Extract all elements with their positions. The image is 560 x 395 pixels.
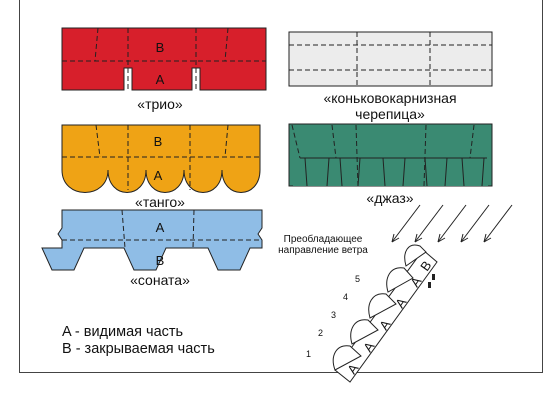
legend-visible-part: A - видимая часть: [62, 324, 184, 340]
tango-visible-letter: A: [154, 168, 163, 183]
wind-label-line1: Преобладающее: [283, 234, 363, 245]
sonata-visible-letter: A: [156, 220, 165, 235]
caption-sonata: «соната»: [130, 272, 190, 288]
caption-jazz: «джаз»: [366, 190, 414, 206]
caption-tango: «танго»: [135, 194, 185, 210]
tango-covered-letter: B: [154, 134, 163, 149]
trio-visible-letter: A: [156, 72, 165, 87]
wind-arrows: [391, 204, 513, 243]
ridge-eave-shingle: [288, 31, 493, 87]
row-number-1: 1: [306, 349, 311, 359]
tango-shingle: B A: [61, 124, 261, 193]
wind-label-line2: направление ветра: [278, 245, 368, 256]
trio-shingle: B A: [61, 27, 267, 91]
caption-trio: «трио»: [137, 96, 183, 112]
legend-covered-part: B - закрываемая часть: [62, 341, 215, 357]
row-number-5: 5: [355, 274, 360, 284]
caption-ridge-line1: «коньковокарнизная: [323, 90, 457, 106]
sonata-shingle: A B: [41, 209, 263, 271]
wind-direction-label: Преобладающее направление ветра: [268, 234, 378, 256]
jazz-shingle: [288, 123, 493, 187]
row-number-3: 3: [331, 310, 336, 320]
caption-ridge-line2: черепица»: [355, 106, 425, 122]
trio-covered-letter: B: [156, 40, 165, 55]
row-number-4: 4: [343, 292, 348, 302]
sonata-covered-letter: B: [156, 253, 165, 268]
roof-installation-sketch: A A A A A B 1 2 3 4 5: [306, 244, 438, 383]
legend: A - видимая часть B - закрываемая часть: [62, 324, 215, 358]
row-number-2: 2: [318, 328, 323, 338]
figure-frame: [19, 0, 543, 373]
